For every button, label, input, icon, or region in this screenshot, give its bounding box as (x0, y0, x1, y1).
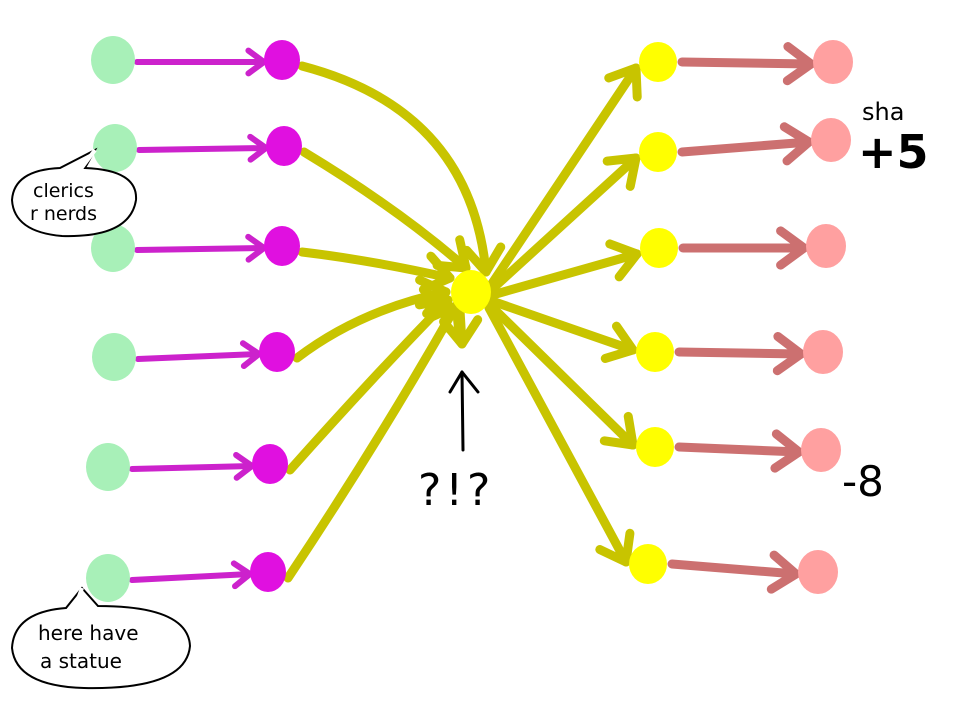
magenta-arrow (136, 133, 269, 163)
nodes (86, 36, 853, 602)
olive-arrow-out (484, 303, 635, 567)
stage-node (252, 444, 288, 484)
stage-node (259, 332, 295, 372)
target-node (636, 427, 674, 467)
statue-bubble-line1: here have (38, 621, 139, 645)
olive-arrow-in (297, 61, 506, 277)
clerics-bubble-line1: clerics (33, 180, 94, 202)
rose-arrow (678, 226, 809, 270)
rose-arrows (667, 42, 816, 594)
statue-speech-bubble: here have a statue (10, 586, 192, 690)
rose-arrow (677, 42, 816, 86)
stage-node (266, 126, 302, 166)
magenta-arrow (135, 340, 262, 370)
olive-arrow-out (484, 63, 642, 293)
rose-arrow (674, 429, 804, 473)
source-node (92, 333, 136, 381)
minus-value: -8 (842, 457, 884, 506)
rose-arrow (677, 122, 814, 166)
target-node (640, 228, 678, 268)
source-node (93, 124, 137, 172)
source-node (86, 554, 130, 602)
hub-pointer-arrow (448, 370, 480, 452)
target-node (639, 42, 677, 82)
magenta-arrow (134, 233, 267, 263)
olive-arrow-in (299, 147, 471, 273)
magenta-arrow (129, 451, 255, 481)
target-node (639, 132, 677, 172)
target-node (636, 332, 674, 372)
olive-arrow-out (484, 239, 642, 301)
end-node (803, 330, 843, 374)
hub-question: ?!? (418, 465, 494, 516)
end-node (801, 428, 841, 472)
end-node (806, 224, 846, 268)
stage-node (264, 226, 300, 266)
source-node (91, 36, 135, 84)
hub-node (451, 270, 491, 314)
olive-arrow-stub (439, 305, 483, 349)
olive-arrow-out (484, 295, 638, 363)
source-node (86, 443, 130, 491)
magenta-arrows (129, 47, 269, 590)
end-node (811, 118, 851, 162)
stage-node (250, 552, 286, 592)
rose-arrow (667, 550, 801, 594)
target-node (629, 544, 667, 584)
olive-arrow-out (484, 153, 641, 297)
stage-node (264, 40, 300, 80)
olive-arrow-out (484, 299, 638, 450)
end-node (798, 550, 838, 594)
magenta-arrow (129, 560, 253, 590)
olive-arrows (283, 61, 642, 583)
magenta-arrow (134, 47, 267, 77)
sha-label: sha (862, 98, 904, 126)
end-node (813, 40, 853, 84)
source-node (91, 224, 135, 272)
statue-bubble-line2: a statue (40, 649, 122, 673)
clerics-bubble-line2: r nerds (30, 203, 97, 225)
sha-value: +5 (858, 125, 929, 179)
rose-arrow (674, 332, 806, 376)
clerics-speech-bubble: clerics r nerds (10, 147, 138, 238)
